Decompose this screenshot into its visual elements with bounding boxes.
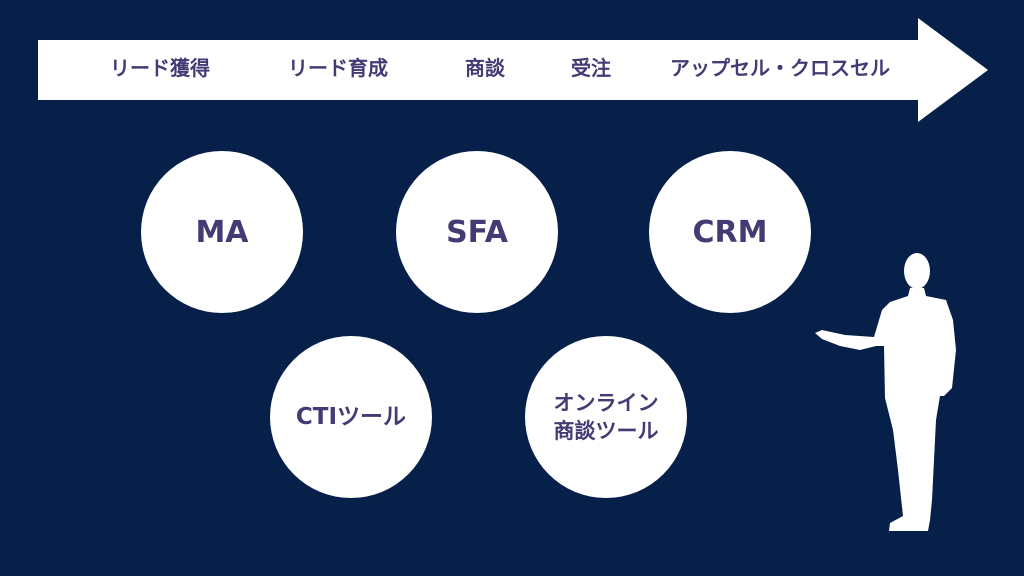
tool-label-ma: MA: [195, 214, 249, 250]
stage-lead-nurturing: リード育成: [288, 56, 388, 80]
tool-label-cti: CTIツール: [295, 404, 407, 430]
tool-label-online-line1: オンライン: [553, 391, 659, 415]
process-arrow: [38, 18, 988, 122]
tool-circle-crm: CRM: [649, 151, 811, 313]
tool-circle-cti: CTIツール: [270, 336, 432, 498]
presenter-silhouette: [815, 253, 956, 531]
tool-label-online-line2: 商談ツール: [553, 419, 659, 443]
tool-label-crm: CRM: [692, 214, 768, 250]
tool-circle-sfa: SFA: [396, 151, 558, 313]
stage-order: 受注: [571, 56, 611, 80]
stage-lead-acquisition: リード獲得: [110, 56, 210, 80]
tool-label-sfa: SFA: [446, 214, 508, 250]
tool-circle-ma: MA: [141, 151, 303, 313]
stage-negotiation: 商談: [465, 56, 505, 80]
stage-upsell-crosssell: アップセル・クロスセル: [670, 56, 890, 80]
tool-circle-online-meeting: オンライン 商談ツール: [525, 336, 687, 498]
